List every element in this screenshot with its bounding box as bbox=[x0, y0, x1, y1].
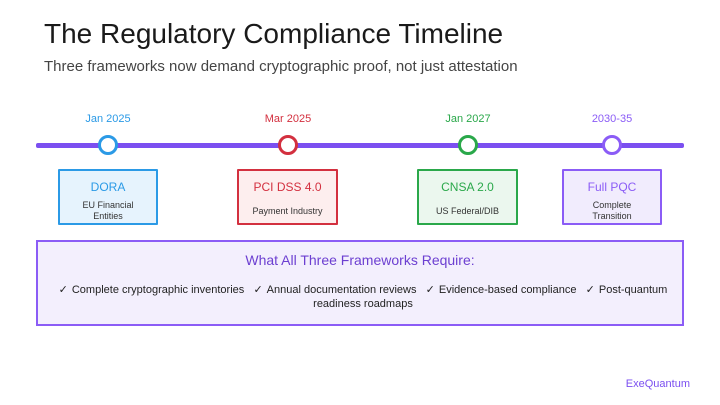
milestone-description: Payment Industry bbox=[252, 206, 323, 216]
milestone-name: Full PQC bbox=[587, 180, 637, 194]
milestone-name: DORA bbox=[90, 180, 126, 194]
requirement-item: ✓Post-quantum readiness roadmaps bbox=[313, 284, 668, 310]
milestone-node bbox=[98, 135, 118, 155]
milestone-name: CNSA 2.0 bbox=[441, 180, 494, 194]
milestone-date: Jan 2027 bbox=[445, 113, 491, 125]
requirements-title: What All Three Frameworks Require: bbox=[245, 252, 475, 268]
page-subtitle: Three frameworks now demand cryptographi… bbox=[44, 58, 518, 75]
milestone-node bbox=[458, 135, 478, 155]
check-icon: ✓ bbox=[58, 284, 68, 296]
brand-logo: ExeQuantum bbox=[625, 378, 690, 390]
page-title: The Regulatory Compliance Timeline bbox=[44, 18, 504, 49]
requirements-list: ✓Complete cryptographic inventories ✓Ann… bbox=[58, 283, 668, 311]
milestone-date: Mar 2025 bbox=[264, 113, 312, 125]
milestone-description: US Federal/DIB bbox=[435, 206, 500, 216]
milestone-name: PCI DSS 4.0 bbox=[253, 180, 322, 194]
milestone-date: 2030-35 bbox=[591, 113, 633, 125]
milestone-card-dora: DORA EU Financial Entities bbox=[58, 169, 158, 225]
check-icon: ✓ bbox=[253, 284, 263, 296]
milestone-card-full-pqc: Full PQC Complete Transition bbox=[562, 169, 662, 225]
requirements-panel: What All Three Frameworks Require: ✓Comp… bbox=[36, 240, 684, 326]
milestone-date: Jan 2025 bbox=[85, 113, 131, 125]
requirement-item: ✓Complete cryptographic inventories bbox=[58, 284, 245, 296]
milestone-node bbox=[602, 135, 622, 155]
milestone-card-pci-dss: PCI DSS 4.0 Payment Industry bbox=[237, 169, 338, 225]
milestone-node bbox=[278, 135, 298, 155]
timeline-line bbox=[36, 143, 684, 148]
milestone-card-cnsa: CNSA 2.0 US Federal/DIB bbox=[417, 169, 518, 225]
milestone-description: EU Financial Entities bbox=[82, 200, 134, 221]
milestone-description: Complete Transition bbox=[592, 200, 632, 221]
check-icon: ✓ bbox=[425, 284, 435, 296]
requirement-item: ✓Evidence-based compliance bbox=[425, 284, 577, 296]
check-icon: ✓ bbox=[585, 284, 595, 296]
requirement-item: ✓Annual documentation reviews bbox=[253, 284, 417, 296]
